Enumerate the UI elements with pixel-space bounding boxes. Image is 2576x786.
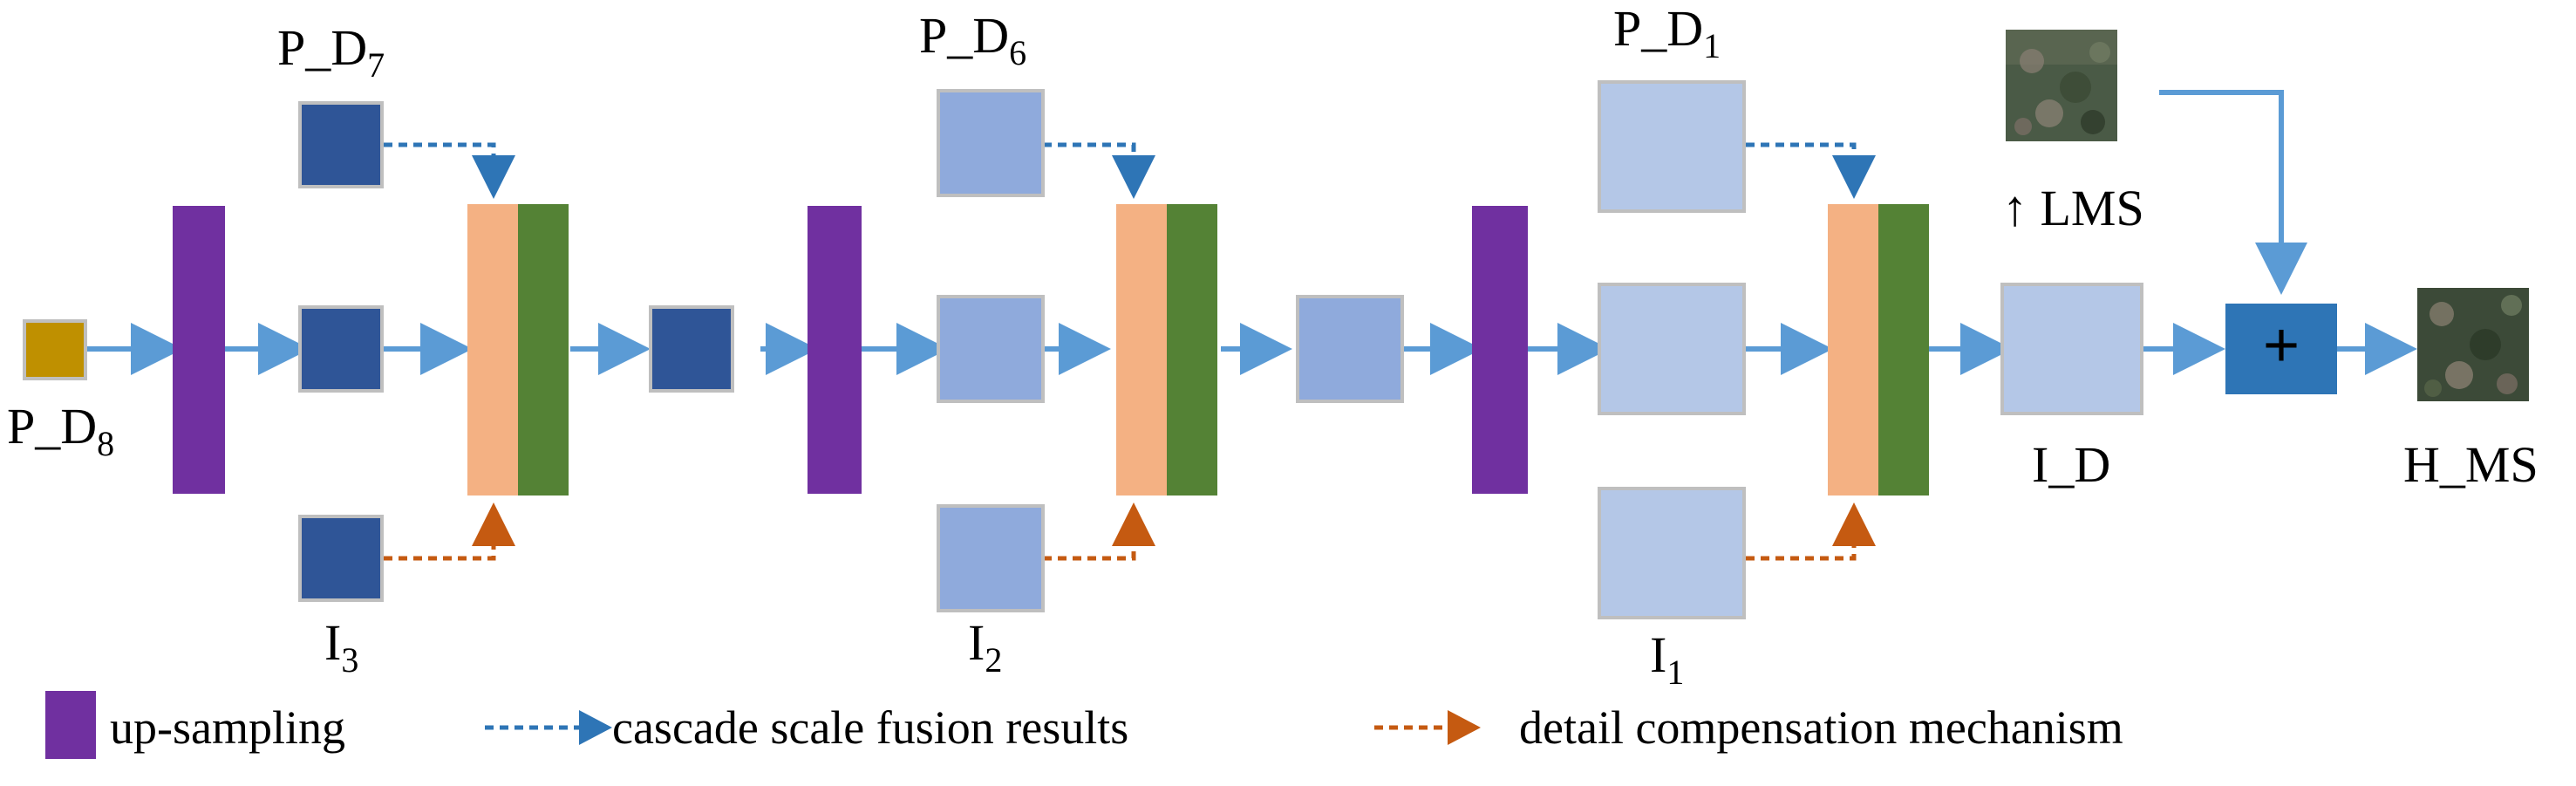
stage1-feature-block <box>298 305 384 393</box>
legend-cascade-arrowhead <box>579 710 612 745</box>
label-i1: I1 <box>1650 626 1684 692</box>
label-h-ms: H_MS <box>2403 436 2539 493</box>
label-i-d: I_D <box>2032 436 2110 493</box>
upsampling-layer-2 <box>808 206 862 494</box>
p-d7-block <box>298 101 384 188</box>
label-p-d8: P_D8 <box>7 398 114 463</box>
p-d6-block <box>937 89 1045 197</box>
fusion-module-1 <box>467 204 569 496</box>
stage2-feature-block <box>937 295 1045 403</box>
addition-block <box>2225 304 2337 394</box>
fusion-module-2 <box>1116 204 1217 496</box>
legend-detail-arrowhead <box>1448 710 1481 745</box>
upsampling-layer-3 <box>1472 206 1528 494</box>
i2-block <box>937 504 1045 612</box>
i3-block <box>298 515 384 602</box>
label-i3: I3 <box>324 614 358 680</box>
stage2-output-block <box>1296 295 1404 403</box>
cascade-fusion-arrows <box>384 142 1876 199</box>
stage1-output-block <box>649 305 734 393</box>
i1-block <box>1598 487 1746 619</box>
legend-detail-label: detail compensation mechanism <box>1519 701 2123 754</box>
stage3-feature-block <box>1598 283 1746 415</box>
lms-satellite-image <box>2006 30 2117 141</box>
plus-sign: + <box>2263 311 2300 380</box>
fusion-module-3 <box>1828 204 1929 496</box>
p-d1-block <box>1598 80 1746 213</box>
legend-upsampling-swatch <box>45 691 96 759</box>
h-ms-satellite-image <box>2417 288 2529 401</box>
legend-cascade-label: cascade scale fusion results <box>612 701 1128 754</box>
p-d8-block <box>23 319 87 380</box>
detail-compensation-arrows <box>384 502 1876 561</box>
label-p-d7: P_D7 <box>277 19 385 85</box>
flow-arrows <box>85 90 2417 375</box>
label-i2: I2 <box>968 614 1002 680</box>
upsampling-layer-1 <box>173 206 225 494</box>
legend-upsampling-label: up-sampling <box>110 701 345 754</box>
label-lms: ↑ LMS <box>2002 180 2144 236</box>
legend: up-sampling cascade scale fusion results… <box>45 691 2123 759</box>
label-p-d6: P_D6 <box>919 7 1026 72</box>
i-d-block <box>2000 283 2143 415</box>
label-p-d1: P_D1 <box>1613 0 1721 65</box>
